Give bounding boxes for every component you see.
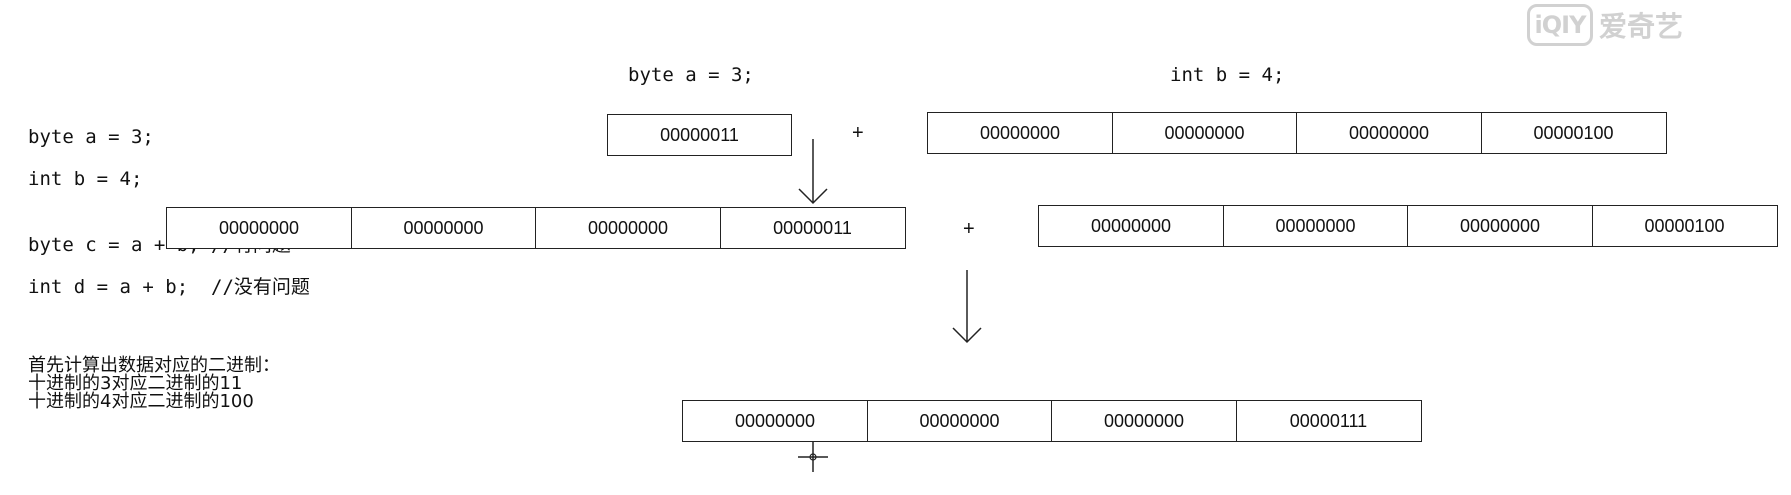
int-b-binary-row: 00000000 00000000 00000000 00000100 xyxy=(927,112,1667,154)
byte-cell: 00000000 xyxy=(682,400,868,442)
int-b-binary-row-2: 00000000 00000000 00000000 00000100 xyxy=(1038,205,1778,247)
byte-cell: 00000000 xyxy=(1222,205,1409,247)
byte-cell: 00000000 xyxy=(535,207,721,249)
byte-cell: 00000011 xyxy=(607,114,792,156)
byte-cell: 00000100 xyxy=(1591,205,1778,247)
iqiyi-logo-icon: iQIY xyxy=(1527,4,1593,46)
byte-cell: 00000000 xyxy=(1296,112,1482,154)
byte-cell: 00000011 xyxy=(719,207,906,249)
byte-cell: 00000111 xyxy=(1235,400,1422,442)
byte-cell: 00000000 xyxy=(166,207,352,249)
code-line-int-b: int b = 4; xyxy=(28,168,143,190)
byte-cell: 00000000 xyxy=(1038,205,1224,247)
byte-cell: 00000000 xyxy=(927,112,1113,154)
iqiyi-logo-text: 爱奇艺 xyxy=(1599,10,1684,43)
arrow-down-icon xyxy=(952,270,982,344)
code-line-byte-a: byte a = 3; xyxy=(28,126,154,148)
byte-cell: 00000000 xyxy=(866,400,1053,442)
promoted-a-binary-row: 00000000 00000000 00000000 00000011 xyxy=(166,207,906,249)
byte-cell: 00000000 xyxy=(350,207,537,249)
note-heading: 首先计算出数据对应的二进制： xyxy=(28,355,280,376)
note-decimal-4: 十进制的4对应二进制的100 xyxy=(28,391,254,412)
label-int-b: int b = 4; xyxy=(1170,64,1285,86)
result-binary-row: 00000000 00000000 00000000 00000111 xyxy=(682,400,1422,442)
byte-cell: 00000000 xyxy=(1111,112,1298,154)
plus-operator-middle: + xyxy=(963,218,975,240)
byte-cell: 00000000 xyxy=(1407,205,1593,247)
iqiyi-watermark-logo: iQIY 爱奇艺 xyxy=(1527,4,1683,46)
arrow-down-icon xyxy=(798,139,828,205)
crosshair-cursor-icon xyxy=(798,442,828,472)
byte-cell: 00000000 xyxy=(1051,400,1237,442)
byte-cell: 00000100 xyxy=(1480,112,1667,154)
label-byte-a: byte a = 3; xyxy=(628,64,754,86)
code-line-int-d: int d = a + b; //没有问题 xyxy=(28,276,310,298)
note-decimal-3: 十进制的3对应二进制的11 xyxy=(28,373,243,394)
plus-operator-top: + xyxy=(852,122,864,144)
byte-a-binary-row: 00000011 xyxy=(607,114,792,156)
